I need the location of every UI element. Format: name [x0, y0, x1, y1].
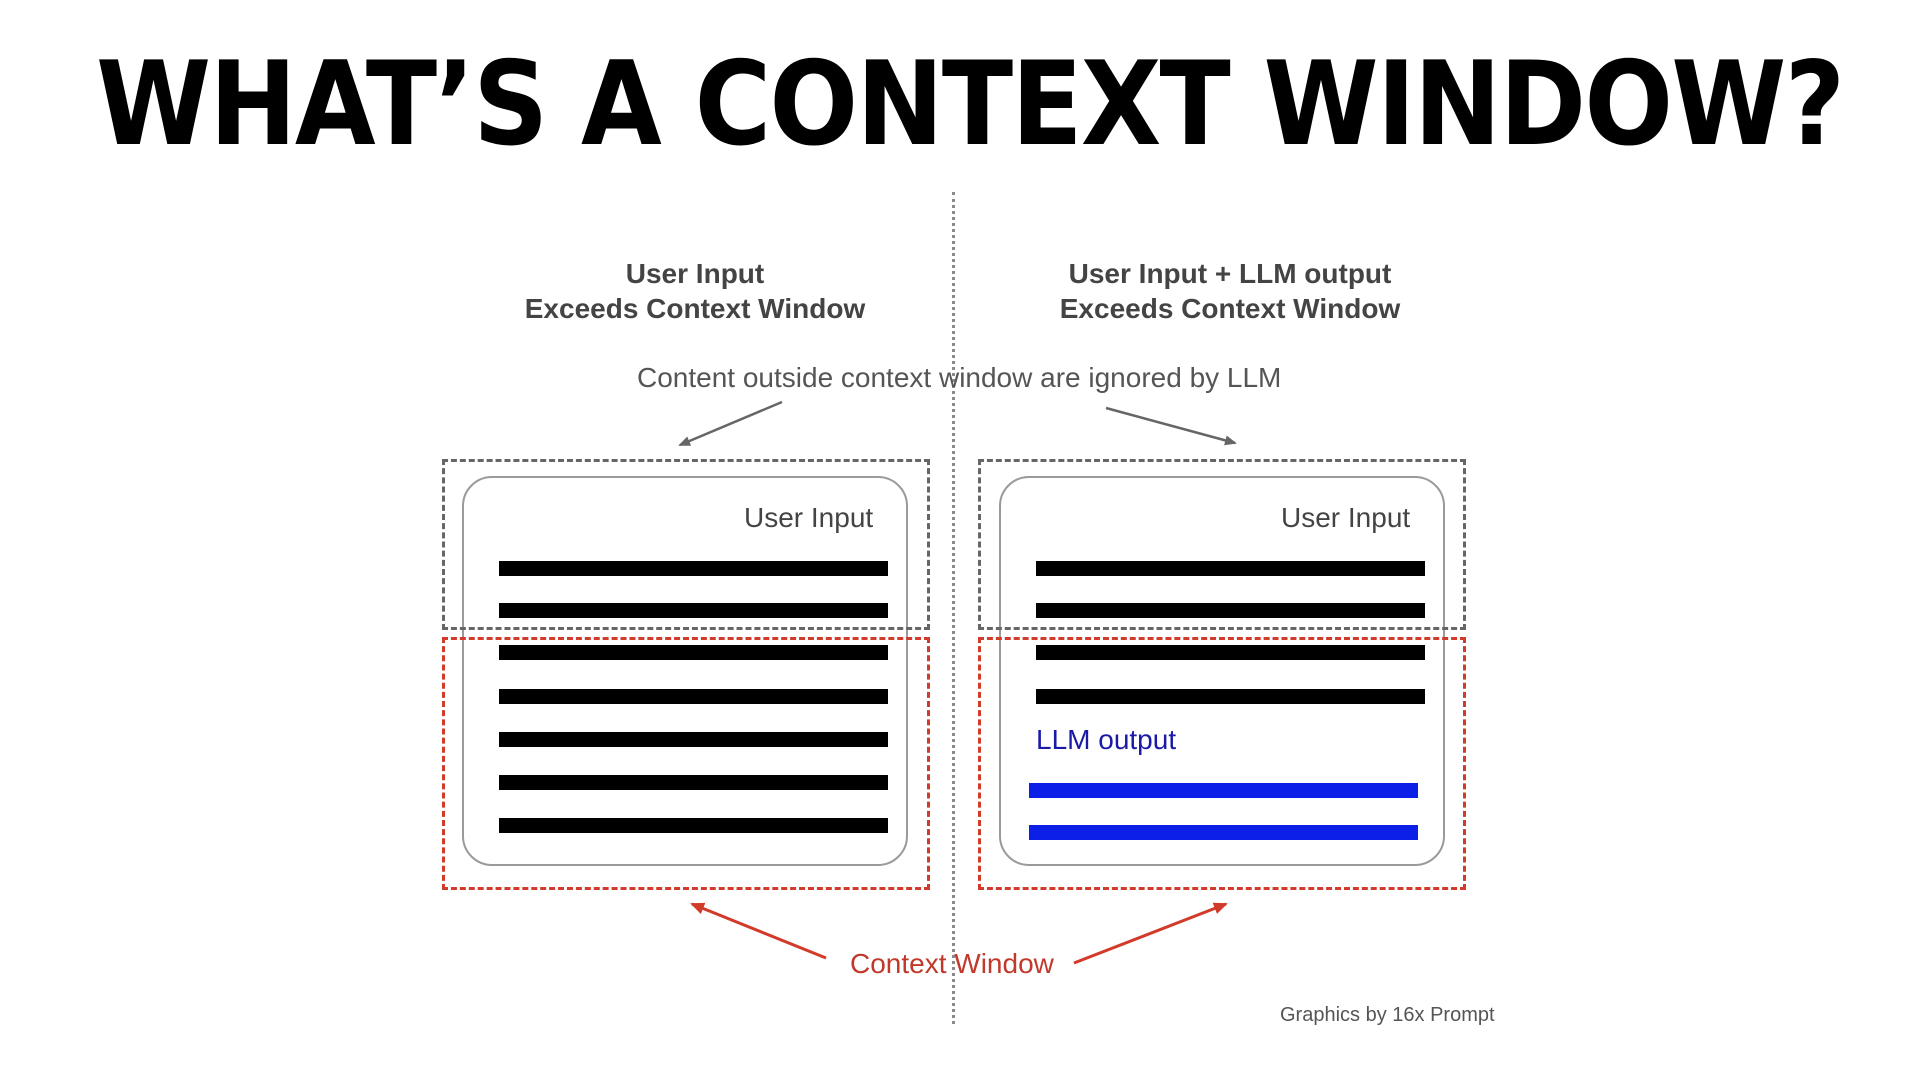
left-input-line [499, 645, 888, 660]
left-input-line [499, 603, 888, 618]
right-user-input-label: User Input [1281, 502, 1411, 533]
llm-output-line [1029, 783, 1418, 798]
left-input-line [499, 818, 888, 833]
right-outside-region [978, 459, 1466, 630]
right-heading: User Input + LLM output Exceeds Context … [1000, 256, 1460, 326]
context-window-label: Context Window [850, 948, 1054, 979]
right-document-box [999, 476, 1445, 866]
left-outside-region [442, 459, 930, 630]
right-input-line [1036, 561, 1425, 576]
outside-context-note: Content outside context window are ignor… [637, 362, 1282, 393]
arrow-context-left [690, 902, 827, 960]
left-input-line [499, 732, 888, 747]
left-heading-line2: Exceeds Context Window [524, 293, 866, 324]
right-context-window [978, 637, 1466, 890]
left-heading: User Input Exceeds Context Window [480, 256, 910, 326]
right-input-line [1036, 645, 1425, 660]
left-input-line [499, 775, 888, 790]
left-heading-line1: User Input [625, 258, 765, 289]
left-user-input-label: User Input [744, 502, 874, 533]
arrow-context-right [1073, 902, 1228, 965]
center-divider [952, 192, 955, 1024]
arrow-outside-left [678, 400, 783, 447]
left-document-box [462, 476, 908, 866]
right-heading-line2: Exceeds Context Window [1059, 293, 1401, 324]
right-heading-line1: User Input + LLM output [1068, 258, 1392, 289]
arrow-outside-right [1105, 406, 1237, 446]
right-input-line [1036, 603, 1425, 618]
llm-output-label: LLM output [1036, 724, 1177, 755]
page-title: WHAT’S A CONTEXT WINDOW? [96, 37, 1845, 172]
llm-output-line [1029, 825, 1418, 840]
left-context-window [442, 637, 930, 890]
left-input-line [499, 561, 888, 576]
left-input-line [499, 689, 888, 704]
graphics-credit: Graphics by 16x Prompt [1280, 1004, 1495, 1026]
right-input-line [1036, 689, 1425, 704]
